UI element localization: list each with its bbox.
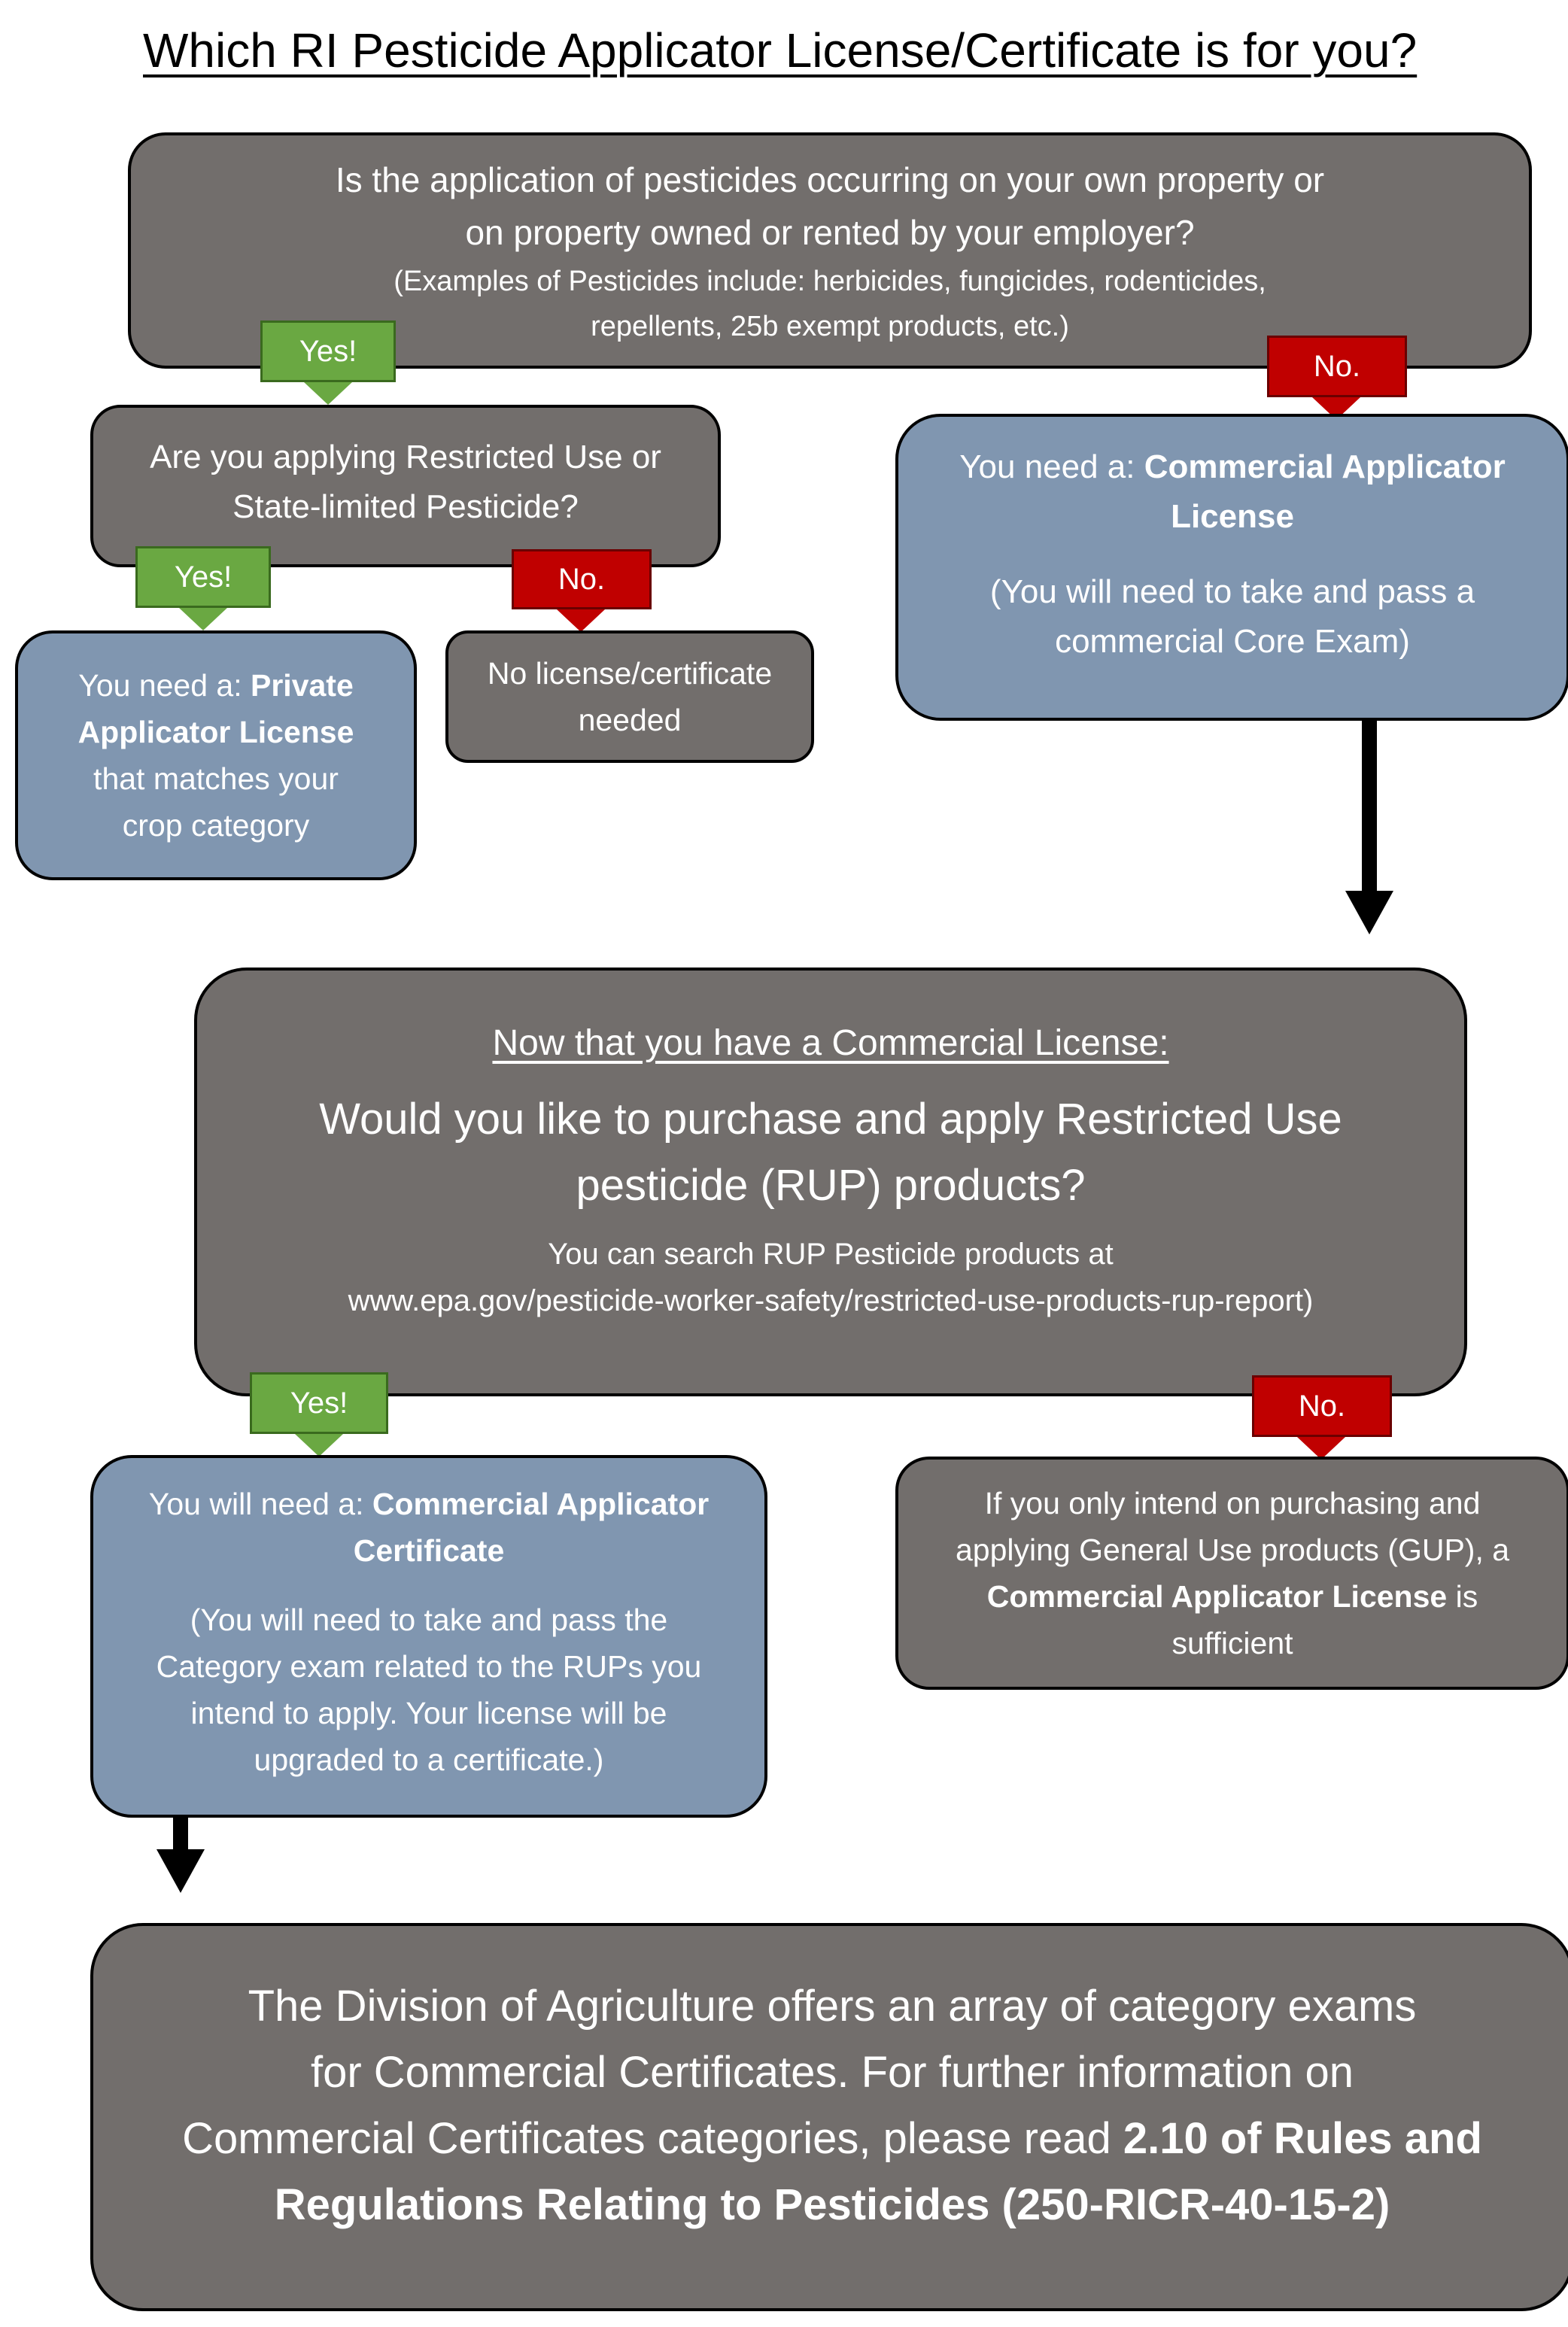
arrow-shaft-certificate — [173, 1818, 188, 1852]
q1-line1: Is the application of pesticides occurri… — [335, 160, 1325, 199]
no-license-line2: needed — [578, 703, 682, 737]
question-restricted-use: Are you applying Restricted Use or State… — [90, 405, 721, 567]
q1-yes-arrow — [304, 382, 352, 405]
q2-yes-arrow — [179, 608, 227, 630]
q1-note1: (Examples of Pesticides include: herbici… — [394, 266, 1266, 297]
page-title: Which RI Pesticide Applicator License/Ce… — [143, 23, 1418, 77]
arrow-shaft-commercial — [1362, 721, 1377, 895]
final-line4: Regulations Relating to Pesticides (250-… — [275, 2172, 1390, 2238]
certificate-line1: You will need a: Commercial Applicator — [149, 1481, 709, 1527]
certificate-line2: Certificate — [354, 1527, 505, 1574]
arrow-head-commercial — [1345, 891, 1393, 934]
q1-note2: repellents, 25b exempt products, etc.) — [591, 311, 1069, 342]
certificate-box: You will need a: Commercial Applicator C… — [90, 1455, 767, 1818]
q3-line2: pesticide (RUP) products? — [576, 1161, 1086, 1210]
private-license-line2: Applicator License — [78, 709, 354, 755]
private-license-bold2: Applicator License — [77, 715, 354, 749]
private-license-box: You need a: Private Applicator License t… — [15, 630, 417, 880]
certificate-note3: intend to apply. Your license will be — [190, 1696, 667, 1730]
q3-line1: Would you like to purchase and apply Res… — [319, 1095, 1342, 1144]
commercial-license-line1: You need a: Commercial Applicator — [959, 442, 1506, 492]
certificate-prefix: You will need a: — [148, 1487, 372, 1521]
q3-no-arrow — [1297, 1437, 1345, 1460]
gup-bold: Commercial Applicator License — [986, 1579, 1448, 1614]
q1-line2: on property owned or rented by your empl… — [465, 213, 1195, 252]
commercial-license-note1: (You will need to take and pass a — [989, 573, 1475, 610]
gup-line3-suffix: is — [1447, 1579, 1478, 1614]
certificate-note1: (You will need to take and pass the — [190, 1602, 668, 1637]
commercial-license-box: You need a: Commercial Applicator Licens… — [895, 414, 1568, 721]
certificate-bold2: Certificate — [353, 1533, 505, 1568]
gup-line2: applying General Use products (GUP), a — [955, 1533, 1510, 1567]
q3-no-tag: No. — [1252, 1375, 1392, 1437]
private-license-line4: crop category — [122, 808, 310, 843]
gup-box: If you only intend on purchasing and app… — [895, 1457, 1568, 1690]
q3-note2: www.epa.gov/pesticide-worker-safety/rest… — [348, 1284, 1314, 1317]
final-line2: for Commercial Certificates. For further… — [311, 2048, 1354, 2097]
q1-yes-tag: Yes! — [260, 320, 396, 382]
commercial-license-bold1: Commercial Applicator — [1144, 448, 1506, 485]
gup-line4: sufficient — [1171, 1626, 1293, 1660]
no-license-line1: No license/certificate — [487, 656, 773, 691]
private-license-line3: that matches your — [93, 761, 339, 796]
private-license-bold1: Private — [251, 668, 354, 703]
q2-line2: State-limited Pesticide? — [232, 488, 579, 525]
certificate-note4: upgraded to a certificate.) — [254, 1742, 604, 1777]
commercial-license-prefix: You need a: — [959, 448, 1144, 485]
commercial-license-line2: License — [1171, 492, 1294, 542]
commercial-license-note2: commercial Core Exam) — [1055, 623, 1410, 660]
question-rup: Now that you have a Commercial License: … — [194, 968, 1467, 1396]
q2-line1: Are you applying Restricted Use or — [150, 439, 661, 475]
final-line3-bold: 2.10 of Rules and — [1123, 2114, 1482, 2163]
private-license-prefix: You need a: — [78, 668, 251, 703]
final-line3: Commercial Certificates categories, plea… — [182, 2106, 1482, 2172]
gup-line1: If you only intend on purchasing and — [984, 1486, 1481, 1520]
gup-line3: Commercial Applicator License is — [987, 1573, 1478, 1620]
q2-no-arrow — [557, 609, 605, 632]
no-license-box: No license/certificate needed — [445, 630, 814, 763]
private-license-line1: You need a: Private — [78, 662, 354, 709]
final-line1: The Division of Agriculture offers an ar… — [248, 1982, 1417, 2031]
q3-heading: Now that you have a Commercial License: — [492, 1023, 1169, 1063]
arrow-head-certificate — [156, 1849, 205, 1893]
q3-yes-tag: Yes! — [250, 1372, 388, 1434]
q2-yes-tag: Yes! — [135, 546, 271, 608]
q1-no-tag: No. — [1267, 336, 1407, 397]
commercial-license-bold2: License — [1171, 498, 1294, 535]
q3-yes-arrow — [295, 1434, 343, 1457]
final-line4-bold: Regulations Relating to Pesticides (250-… — [274, 2180, 1390, 2229]
final-info-box: The Division of Agriculture offers an ar… — [90, 1923, 1568, 2311]
certificate-bold1: Commercial Applicator — [372, 1487, 710, 1521]
final-line3-prefix: Commercial Certificates categories, plea… — [182, 2114, 1123, 2163]
q2-no-tag: No. — [512, 549, 652, 609]
certificate-note2: Category exam related to the RUPs you — [156, 1649, 702, 1684]
q3-note1: You can search RUP Pesticide products at — [548, 1238, 1114, 1271]
